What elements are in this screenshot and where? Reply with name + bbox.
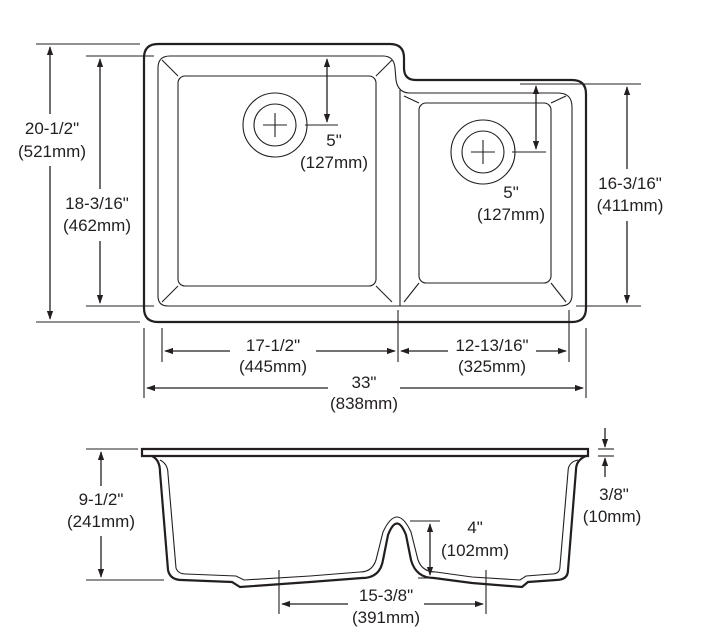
rim-thickness-imperial: 3/8" <box>599 485 629 504</box>
right-bowl-basin <box>418 102 552 284</box>
overall-width-imperial: 33" <box>352 373 377 392</box>
right-bowl-width-imperial: 12-13/16" <box>455 336 528 355</box>
rim-thickness-metric: (10mm) <box>583 507 642 526</box>
top-view-extension-lines <box>36 43 641 398</box>
right-drain-icon <box>450 119 516 185</box>
left-bowl-width-metric: (445mm) <box>239 357 307 376</box>
left-bowl-height-metric: (462mm) <box>63 216 131 235</box>
sink-inner-profile <box>159 459 579 581</box>
drain-centerlines <box>278 570 487 614</box>
left-drain-offset-metric: (127mm) <box>300 153 368 172</box>
left-bowl-height-imperial: 18-3/16" <box>65 194 129 213</box>
sink-top-view: 20-1/2" (521mm) 18-3/16" (462mm) 16-3/16… <box>8 42 674 413</box>
drain-spacing-imperial: 15-3/8" <box>359 586 413 605</box>
sink-outer-outline <box>142 42 588 324</box>
depth-imperial: 9-1/2" <box>79 490 124 509</box>
drain-spacing-metric: (391mm) <box>352 608 420 627</box>
right-drain-offset-imperial: 5" <box>503 183 519 202</box>
left-bowl-width-imperial: 17-1/2" <box>246 336 300 355</box>
right-drain-offset-metric: (127mm) <box>477 205 545 224</box>
sink-inner-rim <box>157 55 573 307</box>
divider-height-imperial: 4" <box>467 518 483 537</box>
left-bowl-basin <box>177 75 377 287</box>
sink-side-view: 9-1/2" (241mm) 3/8" (10mm) 4" (102mm) 15… <box>62 428 641 628</box>
right-bowl-height-imperial: 16-3/16" <box>598 174 662 193</box>
sink-rim-profile <box>140 447 590 458</box>
overall-height-metric: (521mm) <box>18 142 86 161</box>
right-bowl-corner-lines <box>403 95 567 303</box>
side-view-extension-lines <box>86 448 614 581</box>
sink-outer-profile <box>151 454 587 589</box>
overall-width-metric: (838mm) <box>330 394 398 413</box>
depth-metric: (241mm) <box>67 512 135 531</box>
right-bowl-height-metric: (411mm) <box>597 196 664 215</box>
left-drain-offset-imperial: 5" <box>326 131 342 150</box>
left-drain-icon <box>242 92 308 158</box>
overall-height-imperial: 20-1/2" <box>25 119 79 138</box>
left-bowl-corner-lines <box>161 59 393 303</box>
divider-height-metric: (102mm) <box>441 541 509 560</box>
right-bowl-width-metric: (325mm) <box>458 357 526 376</box>
